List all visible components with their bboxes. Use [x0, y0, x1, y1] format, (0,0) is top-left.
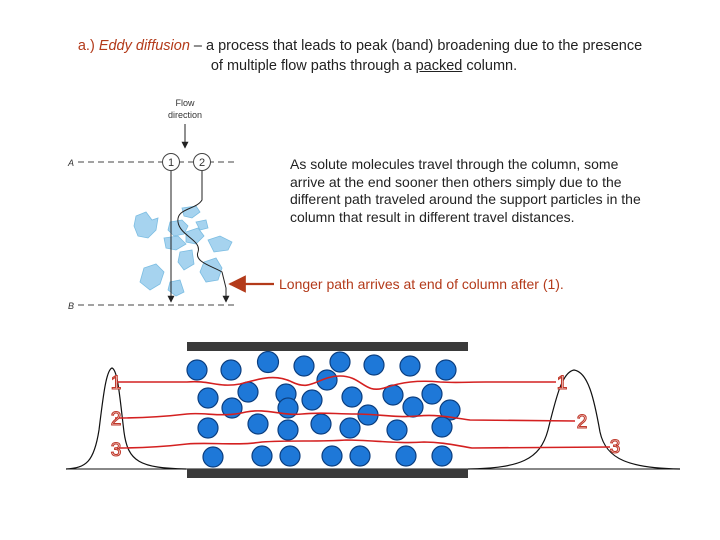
particle: [339, 417, 361, 439]
title-line-1: a.) Eddy diffusion – a process that lead…: [20, 36, 700, 56]
particle: [316, 369, 338, 391]
flow-path-3: [114, 439, 611, 449]
particle: [395, 445, 417, 467]
flow-paths: [114, 375, 611, 449]
particle: [133, 211, 159, 239]
particle: [279, 445, 301, 467]
particle: [329, 351, 351, 373]
title-line2-post: column.: [462, 58, 518, 74]
mark-a: A: [67, 158, 74, 168]
title-underlined-word: packed: [415, 58, 463, 74]
left-label-2: 2: [111, 409, 122, 430]
particle: [177, 249, 195, 271]
particle: [207, 235, 233, 253]
particle: [197, 417, 219, 439]
right-label-3: 3: [610, 437, 621, 458]
particle: [186, 359, 208, 381]
particle: [139, 263, 165, 291]
particle: [386, 419, 408, 441]
particle: [256, 350, 280, 374]
mark-b: B: [68, 301, 74, 311]
description-text: As solute molecules travel through the c…: [290, 156, 641, 225]
particle: [310, 413, 332, 435]
particle: [399, 355, 421, 377]
particle: [421, 383, 443, 405]
flow-label-1: Flow: [175, 98, 195, 108]
title-rest: – a process that leads to peak (band) br…: [189, 38, 643, 54]
right-label-2: 2: [577, 412, 588, 433]
particle: [220, 359, 242, 381]
flow-label-2: direction: [168, 110, 202, 120]
particle: [163, 235, 187, 251]
particle: [167, 279, 185, 297]
particle: [435, 359, 457, 381]
right-label-1: 1: [557, 373, 568, 394]
particle: [237, 381, 259, 403]
column-bottom-wall: [187, 469, 468, 478]
callout-text: Longer path arrives at end of column aft…: [279, 276, 564, 292]
particle: [197, 387, 219, 409]
particle: [301, 389, 323, 411]
particle: [277, 419, 299, 441]
particle: [341, 386, 363, 408]
path-1-marker: [162, 153, 180, 171]
path-2-number: 2: [199, 157, 205, 169]
title-prefix: a.): [77, 38, 99, 54]
particle: [321, 445, 343, 467]
title-line2-pre: of multiple flow paths through a: [210, 58, 416, 74]
top-flow-diagram: Flow direction A B 1 2: [67, 98, 236, 311]
particle: [439, 399, 461, 421]
particle: [202, 446, 224, 468]
left-label-3: 3: [111, 440, 122, 461]
support-particles: [133, 205, 233, 297]
particle: [363, 354, 385, 376]
broad-peak: [467, 369, 681, 470]
title-term: Eddy diffusion: [98, 38, 190, 54]
particle: [402, 396, 424, 418]
particle: [431, 445, 453, 467]
particle: [293, 355, 315, 377]
particle: [251, 445, 273, 467]
particle: [195, 219, 209, 231]
flow-path-1: [115, 375, 556, 391]
particle: [349, 445, 371, 467]
left-label-1: 1: [111, 373, 122, 394]
packed-column-diagram: 1 2 3 1 2 3: [65, 342, 681, 478]
path-1-number: 1: [168, 157, 174, 169]
narrow-peak: [65, 367, 187, 470]
particle: [247, 413, 269, 435]
column-top-wall: [187, 342, 468, 351]
flow-path-2: [114, 410, 576, 422]
path-2-marker: [193, 153, 211, 171]
path-2-line: [177, 171, 230, 303]
title-line-2: of multiple flow paths through a packed …: [20, 56, 700, 76]
particle: [431, 416, 453, 438]
slide-title: a.) Eddy diffusion – a process that lead…: [20, 36, 700, 76]
column-particles: [186, 350, 461, 468]
particle: [185, 227, 205, 245]
